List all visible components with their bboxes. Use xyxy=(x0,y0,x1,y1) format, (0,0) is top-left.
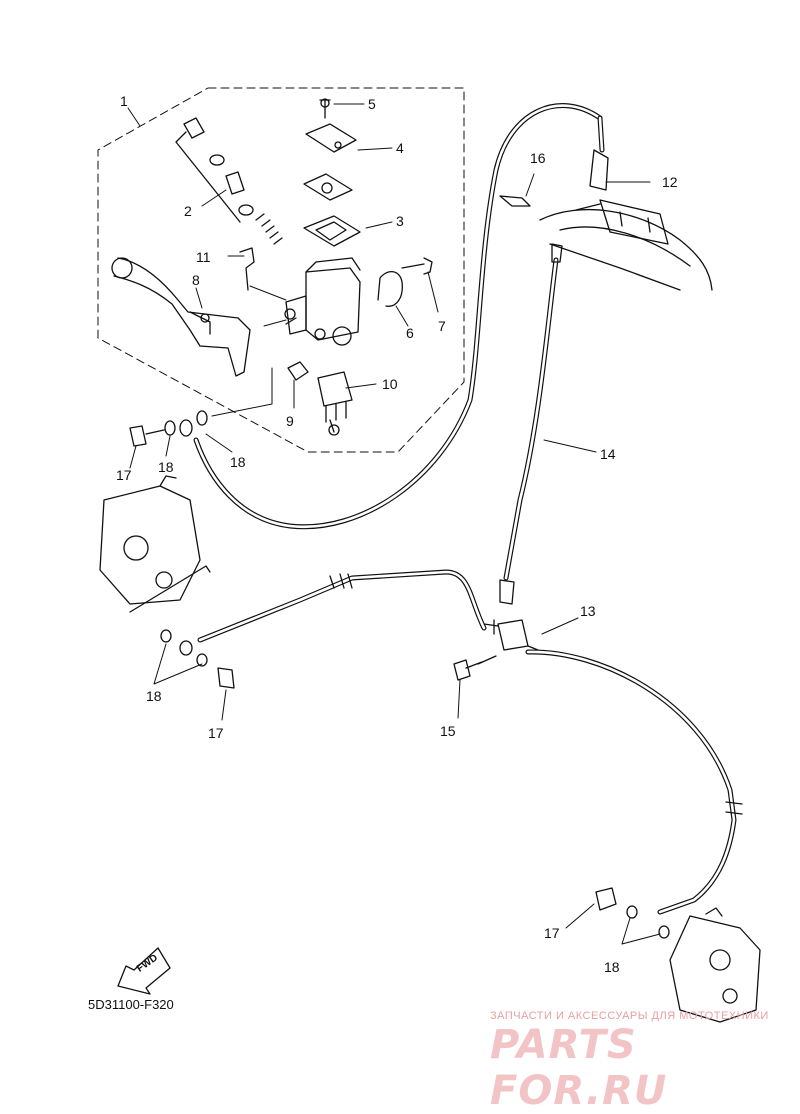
piston-kit xyxy=(175,117,283,245)
pivot-nut xyxy=(287,361,309,381)
callout-12: 12 xyxy=(662,174,678,190)
callout-3: 3 xyxy=(396,213,404,229)
junction-bolt xyxy=(453,659,483,681)
callout-16: 16 xyxy=(530,150,546,166)
junction-block xyxy=(497,619,529,651)
upper-hose-left xyxy=(193,103,603,530)
callout-18-upper-a: 18 xyxy=(158,459,174,475)
callout-18-right: 18 xyxy=(604,959,620,975)
callout-18-left: 18 xyxy=(146,688,162,704)
handlebar-clamp xyxy=(377,271,403,307)
callout-6: 6 xyxy=(406,325,414,341)
callout-1: 1 xyxy=(120,93,128,109)
callout-4: 4 xyxy=(396,140,404,156)
upper-banjo xyxy=(129,410,208,447)
left-banjo xyxy=(160,629,235,689)
callout-9: 9 xyxy=(286,413,294,429)
callout-14: 14 xyxy=(600,446,616,462)
callout-18-upper-b: 18 xyxy=(230,454,246,470)
callout-7: 7 xyxy=(438,318,446,334)
watermark-logo: PARTS FOR.RU xyxy=(490,1022,668,1114)
callout-8: 8 xyxy=(192,272,200,288)
callout-17-right: 17 xyxy=(544,925,560,941)
hose-13 xyxy=(525,649,737,915)
fwd-arrow xyxy=(117,947,171,995)
callout-11: 11 xyxy=(196,249,211,265)
callout-17-left: 17 xyxy=(208,725,224,741)
brake-lever xyxy=(111,257,251,377)
callout-10: 10 xyxy=(382,376,398,392)
callout-15: 15 xyxy=(440,723,456,739)
master-cylinder-body xyxy=(284,257,361,346)
hose-clip xyxy=(499,195,531,207)
callout-17-upper: 17 xyxy=(116,467,132,483)
watermark-caption: ЗАПЧАСТИ И АКСЕССУАРЫ ДЛЯ МОТОТЕХНИКИ xyxy=(490,1010,769,1022)
brake-light-switch xyxy=(317,371,353,436)
callout-13: 13 xyxy=(580,603,596,619)
clamp-bolt xyxy=(401,257,433,275)
callout-2: 2 xyxy=(184,203,192,219)
figure-code: 5D31100-F320 xyxy=(88,997,174,1012)
hose-fitting-12 xyxy=(589,149,609,191)
frame-bracket xyxy=(539,199,713,291)
callout-5: 5 xyxy=(368,96,376,112)
left-caliper xyxy=(99,475,211,613)
right-caliper xyxy=(595,887,761,1023)
reservoir-cap-stack xyxy=(303,98,361,247)
assembly-boundary xyxy=(97,87,465,453)
pivot-bolt xyxy=(239,247,255,291)
